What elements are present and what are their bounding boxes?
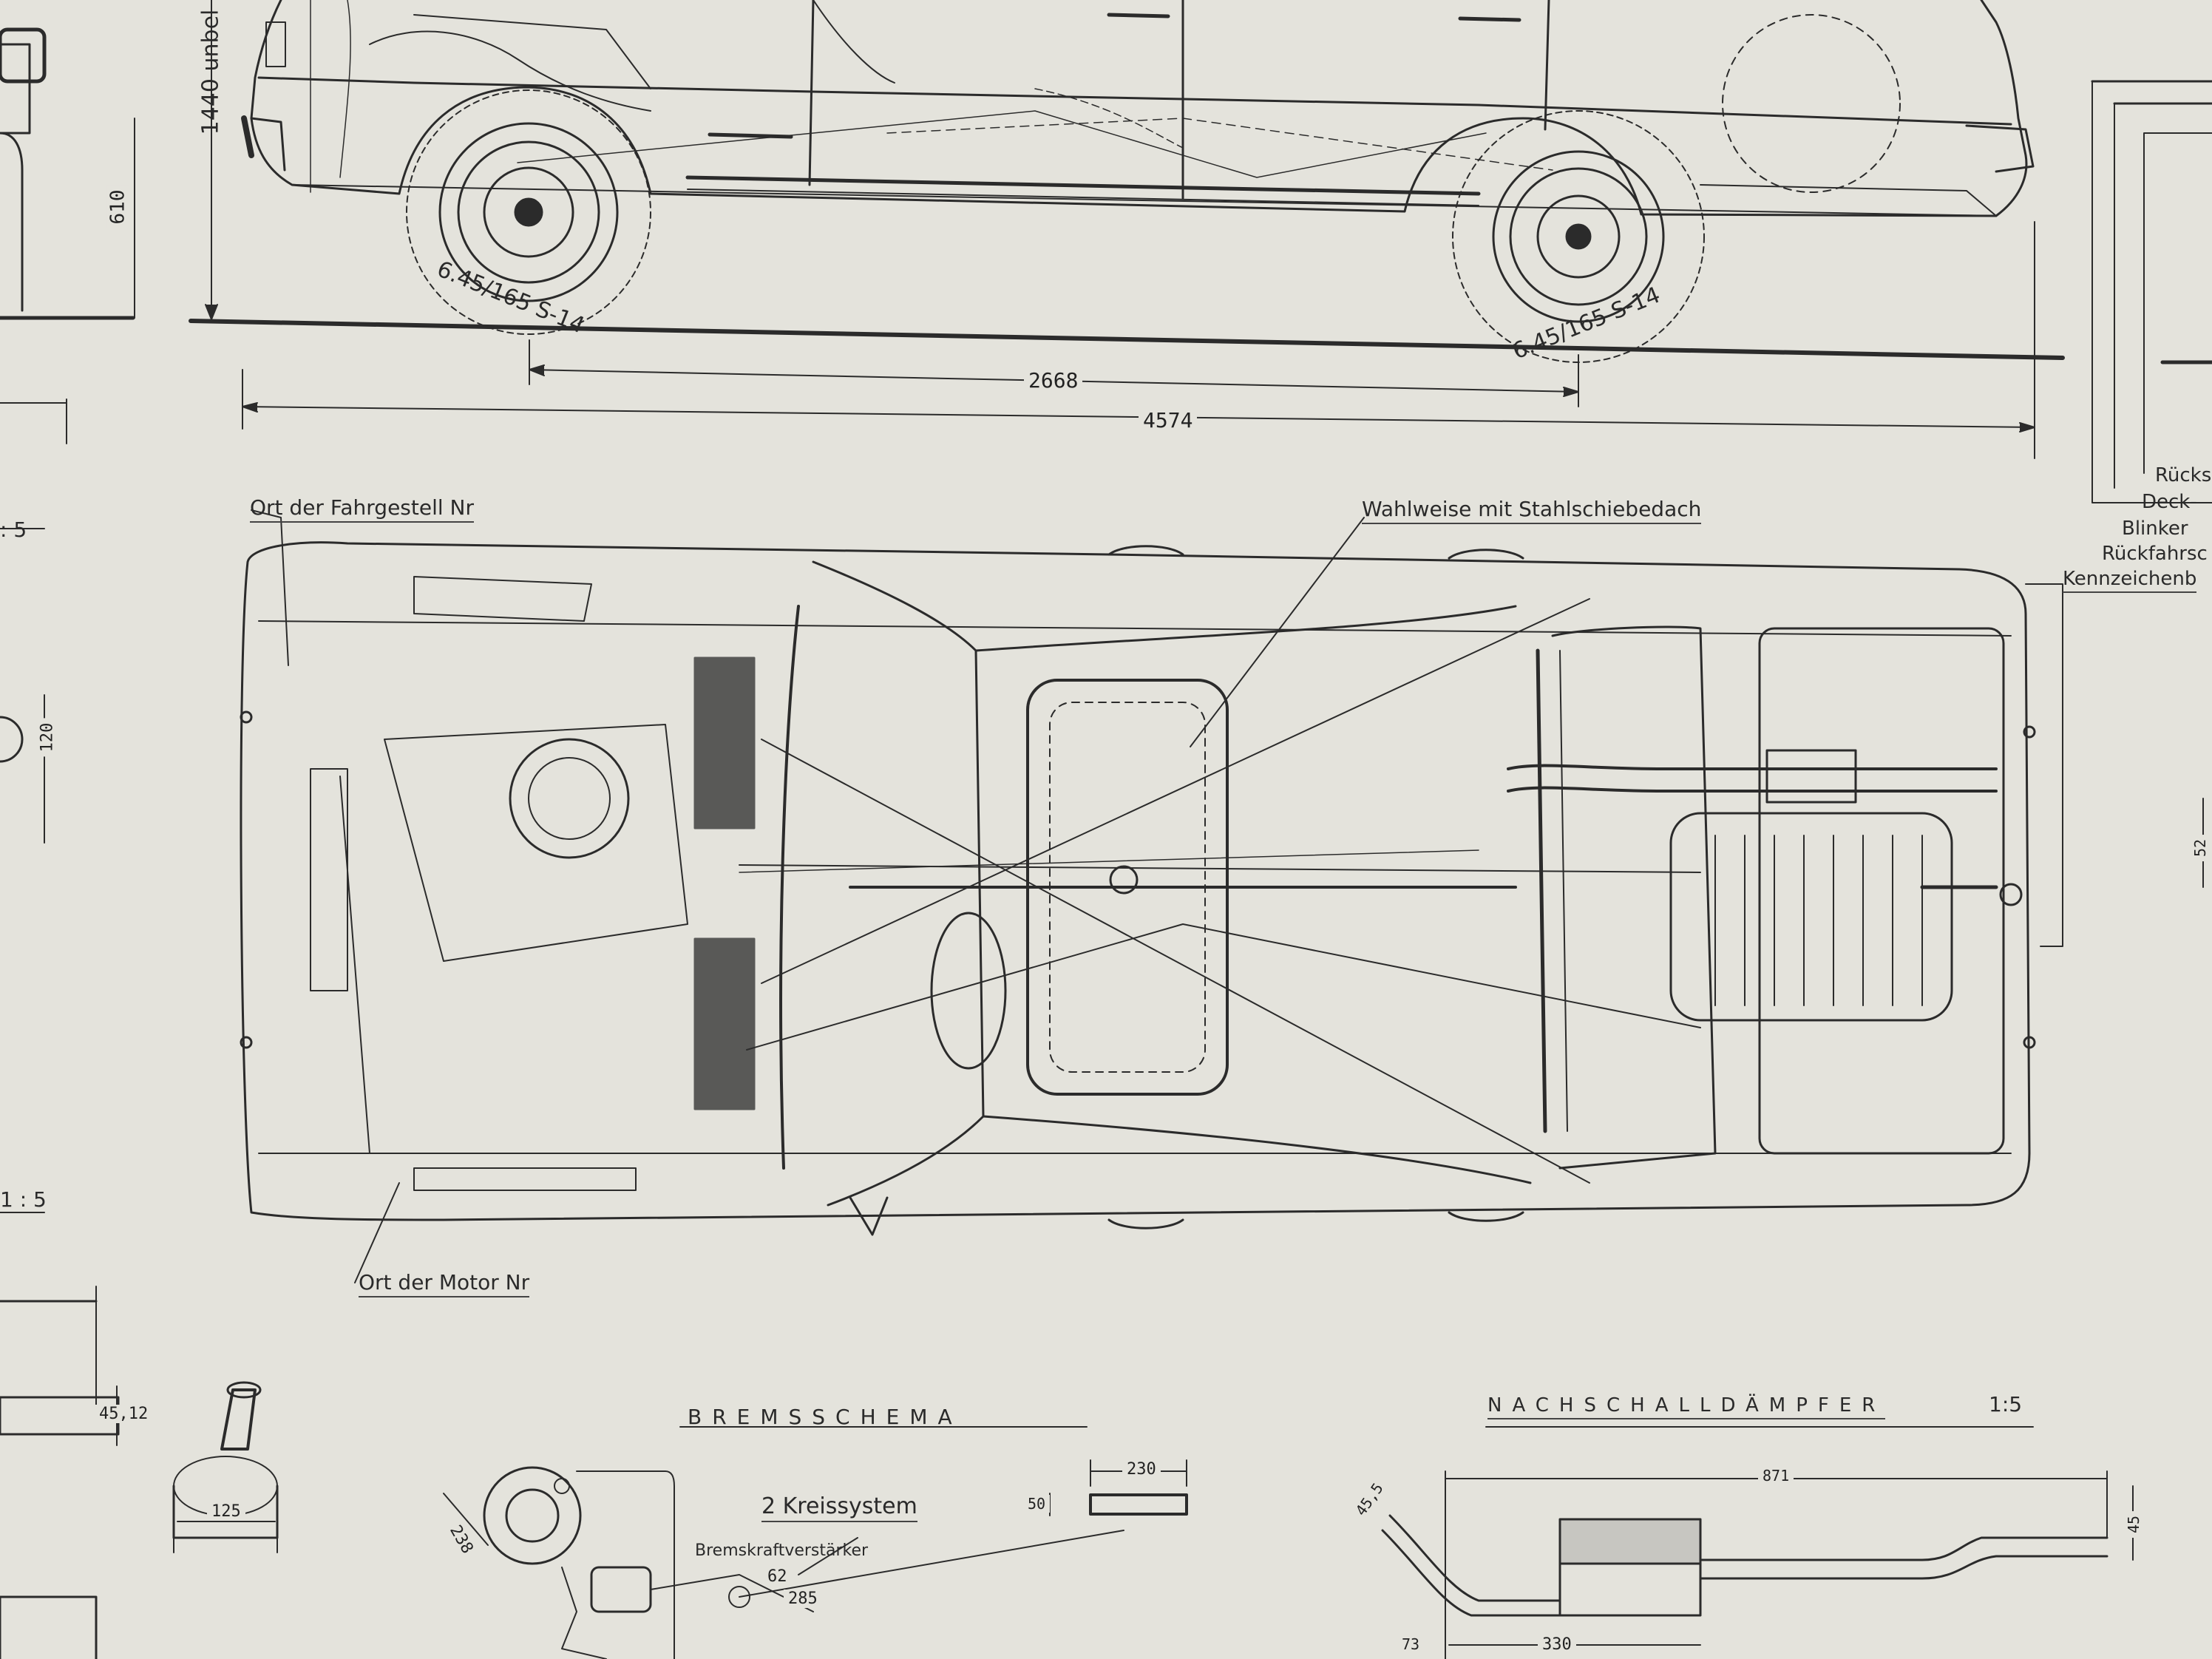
- brake-schema-title: BREMSSCHEMA: [688, 1405, 963, 1429]
- dimension-230: 230: [1122, 1460, 1161, 1479]
- dimension-330: 330: [1538, 1635, 1576, 1654]
- dimension-73: 73: [1397, 1635, 1425, 1653]
- right-label-2: Blinker: [2122, 518, 2188, 540]
- dimension-50: 50: [1023, 1495, 1051, 1513]
- ground-clearance-dimension: 610: [106, 185, 129, 229]
- right-label-0: Rücks: [2155, 464, 2212, 486]
- muffler-drawing: [1381, 1426, 2134, 1659]
- brake-schema-drawing: [443, 1426, 1188, 1659]
- brake-schema-subtitle: 2 Kreissystem: [761, 1493, 917, 1522]
- dimension-125: 125: [207, 1502, 245, 1521]
- muffler-scale: 1:5: [1989, 1392, 2023, 1417]
- scale-label-a: : 5: [0, 518, 27, 542]
- dimension-52: 52: [2191, 834, 2210, 862]
- dimension-285: 285: [784, 1590, 822, 1608]
- height-dimension: 1440 unbel: [197, 9, 224, 135]
- right-label-3: Rückfahrsc: [2102, 543, 2208, 565]
- car-top-view: [240, 509, 2036, 1283]
- dimension-45: 45: [2125, 1510, 2143, 1538]
- side-view-dimensions: [134, 0, 2035, 459]
- overall-length-dimension: 4574: [1139, 408, 1198, 432]
- dimension-62: 62: [763, 1567, 792, 1586]
- car-side-view: [189, 0, 2065, 363]
- engine-number-location-label: Ort der Motor Nr: [359, 1270, 530, 1297]
- dimension-871: 871: [1758, 1467, 1794, 1485]
- right-label-4: Kennzeichenb: [2063, 568, 2197, 593]
- chassis-number-location-label: Ort der Fahrgestell Nr: [250, 495, 475, 523]
- muffler-title: NACHSCHALLDÄMPFER: [1487, 1394, 1886, 1419]
- sunroof-option-label: Wahlweise mit Stahlschiebedach: [1362, 497, 1702, 524]
- dimension-120: 120: [38, 718, 57, 757]
- right-label-1: Deck-: [2142, 491, 2197, 513]
- dimension-45-12: 45,12: [95, 1405, 153, 1423]
- right-detail-drawings: [2025, 80, 2212, 947]
- wheelbase-dimension: 2668: [1024, 368, 1083, 393]
- scale-label-b: 1 : 5: [0, 1187, 47, 1212]
- brake-booster-label: Bremskraftverstärker: [695, 1541, 869, 1560]
- left-detail-drawings: [0, 27, 279, 1659]
